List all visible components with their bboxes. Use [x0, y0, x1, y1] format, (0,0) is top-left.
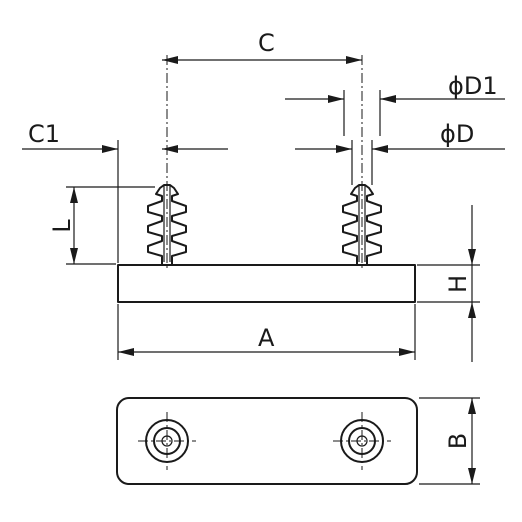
dimension-a-label: A — [258, 324, 275, 352]
front-view — [117, 55, 416, 303]
dimension-c-label: C — [258, 29, 275, 57]
dimension-c1: C1 — [22, 120, 228, 263]
left-stud-top — [138, 412, 196, 470]
right-stud-top — [333, 412, 391, 470]
dimension-b-label: B — [444, 433, 472, 449]
dimension-h: H — [417, 205, 480, 362]
base-plate — [117, 264, 416, 303]
dimension-h-label: H — [444, 275, 472, 293]
top-view-plate — [116, 397, 418, 485]
dimension-d1: ϕD1 — [285, 72, 505, 136]
dimension-l: L — [48, 186, 155, 265]
dimension-b: B — [419, 397, 480, 485]
dimension-l-label: L — [48, 219, 76, 233]
dimension-d: ϕD — [295, 120, 505, 185]
dimension-d1-label: ϕD1 — [448, 72, 498, 100]
dimension-d-label: ϕD — [440, 120, 474, 148]
dimension-c1-label: C1 — [28, 120, 60, 148]
top-view — [116, 397, 418, 485]
dimension-c: C — [162, 29, 362, 64]
dimension-a: A — [117, 304, 416, 360]
